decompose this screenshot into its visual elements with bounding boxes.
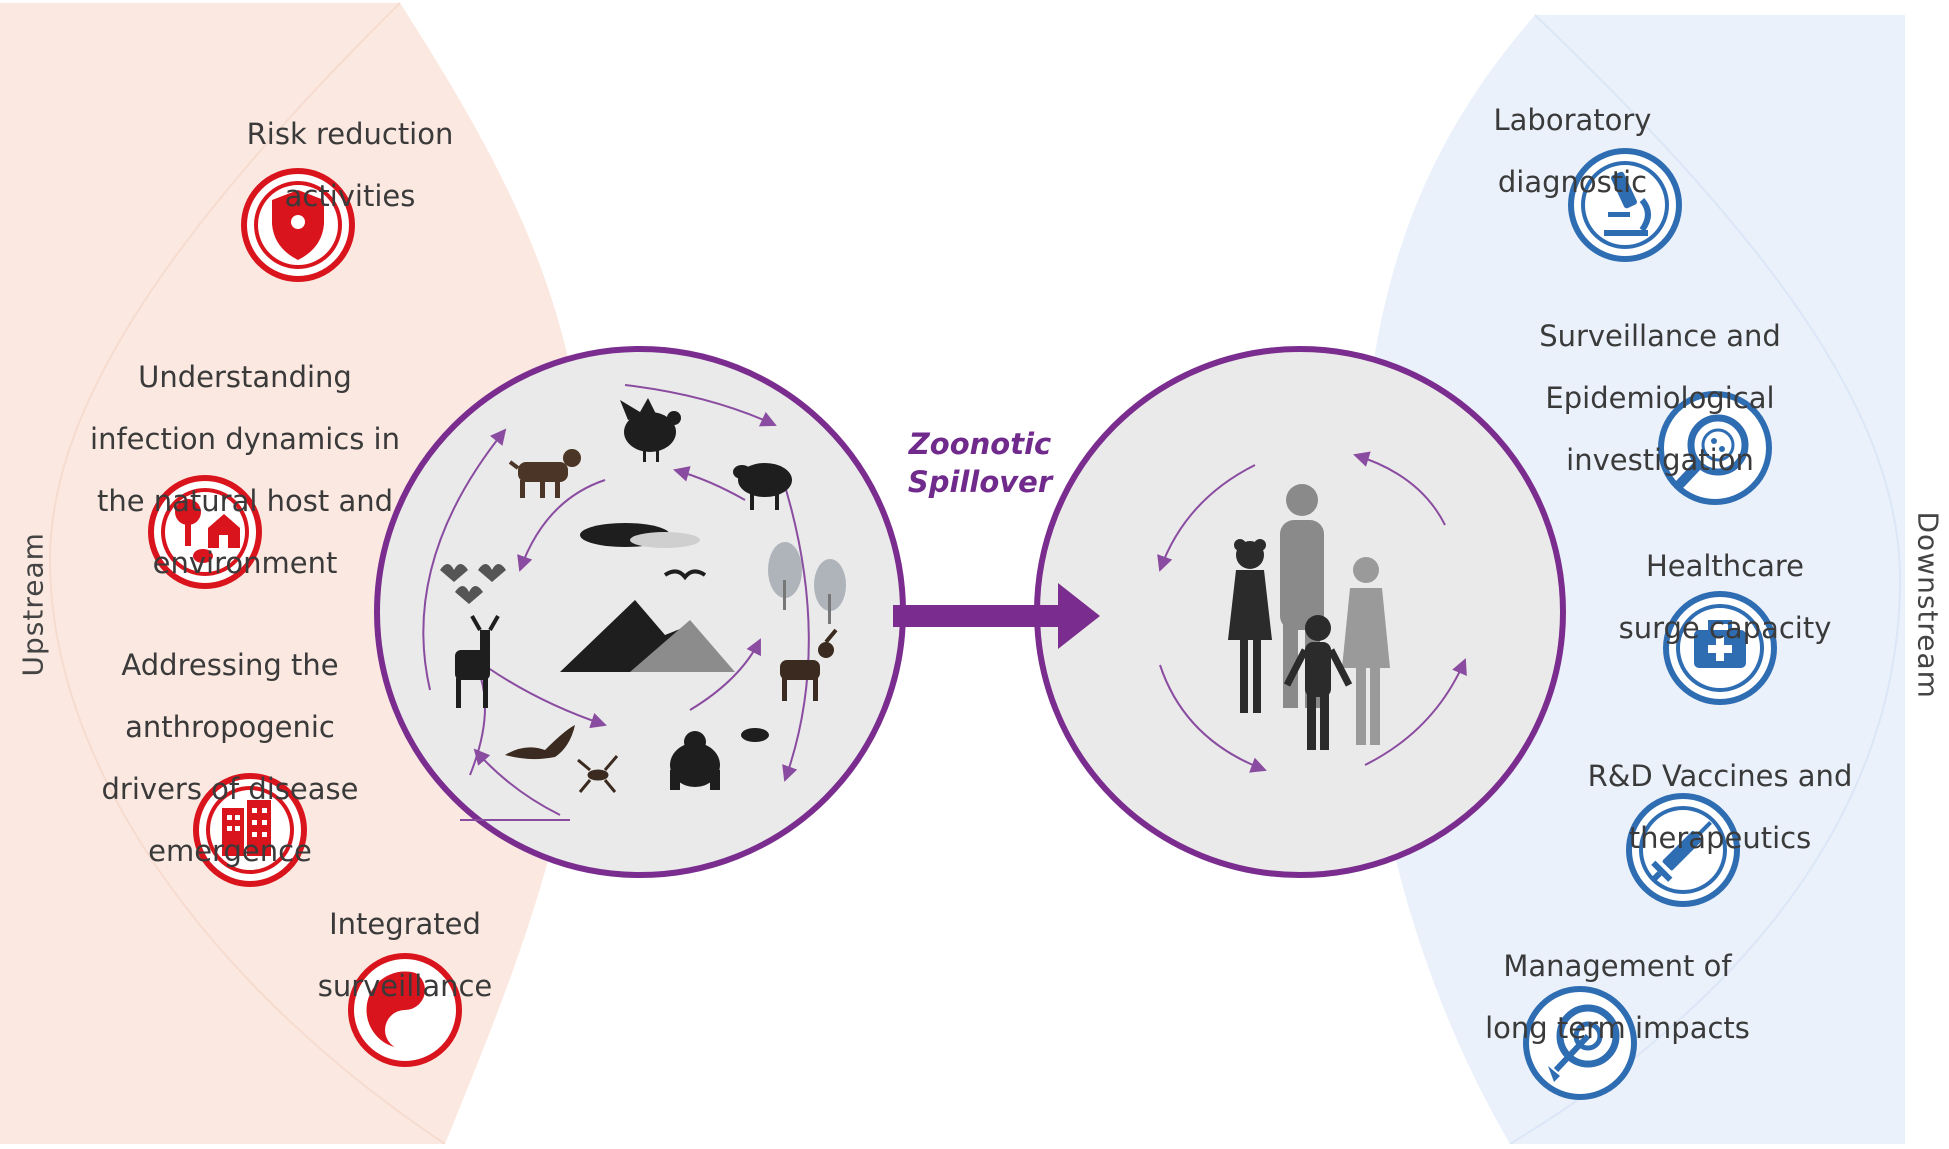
infection-dynamics-label: Understanding infection dynamics in the … bbox=[90, 360, 400, 580]
anthropogenic-drivers-label: Addressing the anthropogenic drivers of … bbox=[101, 648, 359, 868]
integration-symbol-icon bbox=[348, 953, 462, 1067]
target-arrow-icon bbox=[1523, 986, 1637, 1100]
downstream-side-label: Downstream bbox=[1911, 511, 1945, 699]
laboratory-diagnostic-label: Laboratory diagnostic bbox=[1493, 103, 1652, 199]
medical-kit-icon bbox=[1663, 591, 1777, 705]
goat-icon bbox=[780, 628, 838, 701]
integrated-surveillance-label: Integrated surveillance bbox=[317, 907, 493, 1003]
family-silhouette-icon bbox=[1228, 484, 1390, 750]
birds-icon bbox=[663, 569, 707, 581]
buildings-icon bbox=[193, 773, 307, 887]
downstream-band-outer-edge bbox=[1509, 14, 1902, 1145]
shield-virus-icon bbox=[241, 168, 355, 282]
surveillance-epidemiological-label: Surveillance and Epidemiological investi… bbox=[1539, 319, 1781, 477]
rd-vaccines-label: R&D Vaccines and therapeutics bbox=[1587, 759, 1853, 855]
upstream-band-inner-edge bbox=[48, 2, 446, 1145]
sheep-icon bbox=[733, 463, 792, 510]
downstream-band bbox=[1360, 15, 1949, 1144]
ecosystem-house-icon bbox=[148, 475, 262, 589]
rodent-icon bbox=[741, 728, 769, 742]
gorilla-icon bbox=[670, 731, 720, 790]
upstream-side-label: Upstream bbox=[16, 532, 50, 677]
dog-icon bbox=[508, 449, 581, 498]
deer-icon bbox=[455, 615, 500, 708]
upstream-band bbox=[0, 3, 590, 1144]
healthcare-surge-label: Healthcare surge capacity bbox=[1618, 549, 1832, 645]
trees-icon bbox=[768, 542, 846, 624]
magnifier-pathogen-icon bbox=[1658, 391, 1772, 505]
bat-icon bbox=[505, 725, 575, 760]
syringe-icon bbox=[1626, 793, 1740, 907]
human-cycle-arrows bbox=[1157, 451, 1467, 773]
risk-reduction-label: Risk reduction activities bbox=[246, 117, 454, 213]
microscope-icon bbox=[1568, 148, 1682, 262]
cloud-icon bbox=[580, 523, 700, 548]
turkey-icon bbox=[620, 398, 681, 462]
plants-icon bbox=[440, 564, 506, 604]
zoonotic-spillover-label: Zoonotic Spillover bbox=[907, 427, 1053, 499]
mountains-icon bbox=[560, 600, 735, 672]
spillover-arrow bbox=[893, 583, 1100, 649]
mosquito-icon bbox=[577, 755, 619, 793]
long-term-impacts-label: Management of long term impacts bbox=[1485, 949, 1750, 1045]
